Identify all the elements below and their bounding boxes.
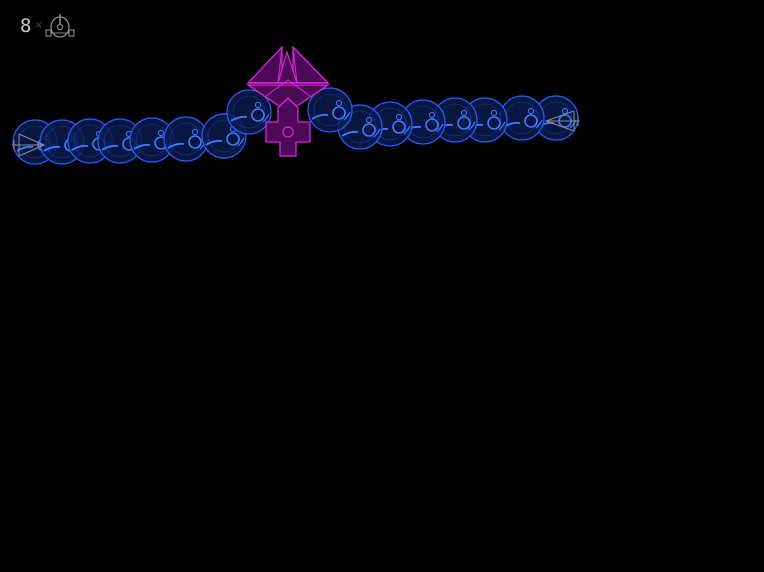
- enemy-fighter-right: [544, 110, 580, 132]
- lives-separator: ×: [34, 20, 43, 31]
- lives-hud: 8 ×: [20, 12, 75, 40]
- lives-count: 8: [20, 14, 32, 37]
- mothership-boss: [245, 45, 331, 157]
- player-ship-icon: [45, 14, 75, 38]
- enemy-fighter-left: [12, 133, 46, 157]
- enemy-segment: [163, 116, 209, 162]
